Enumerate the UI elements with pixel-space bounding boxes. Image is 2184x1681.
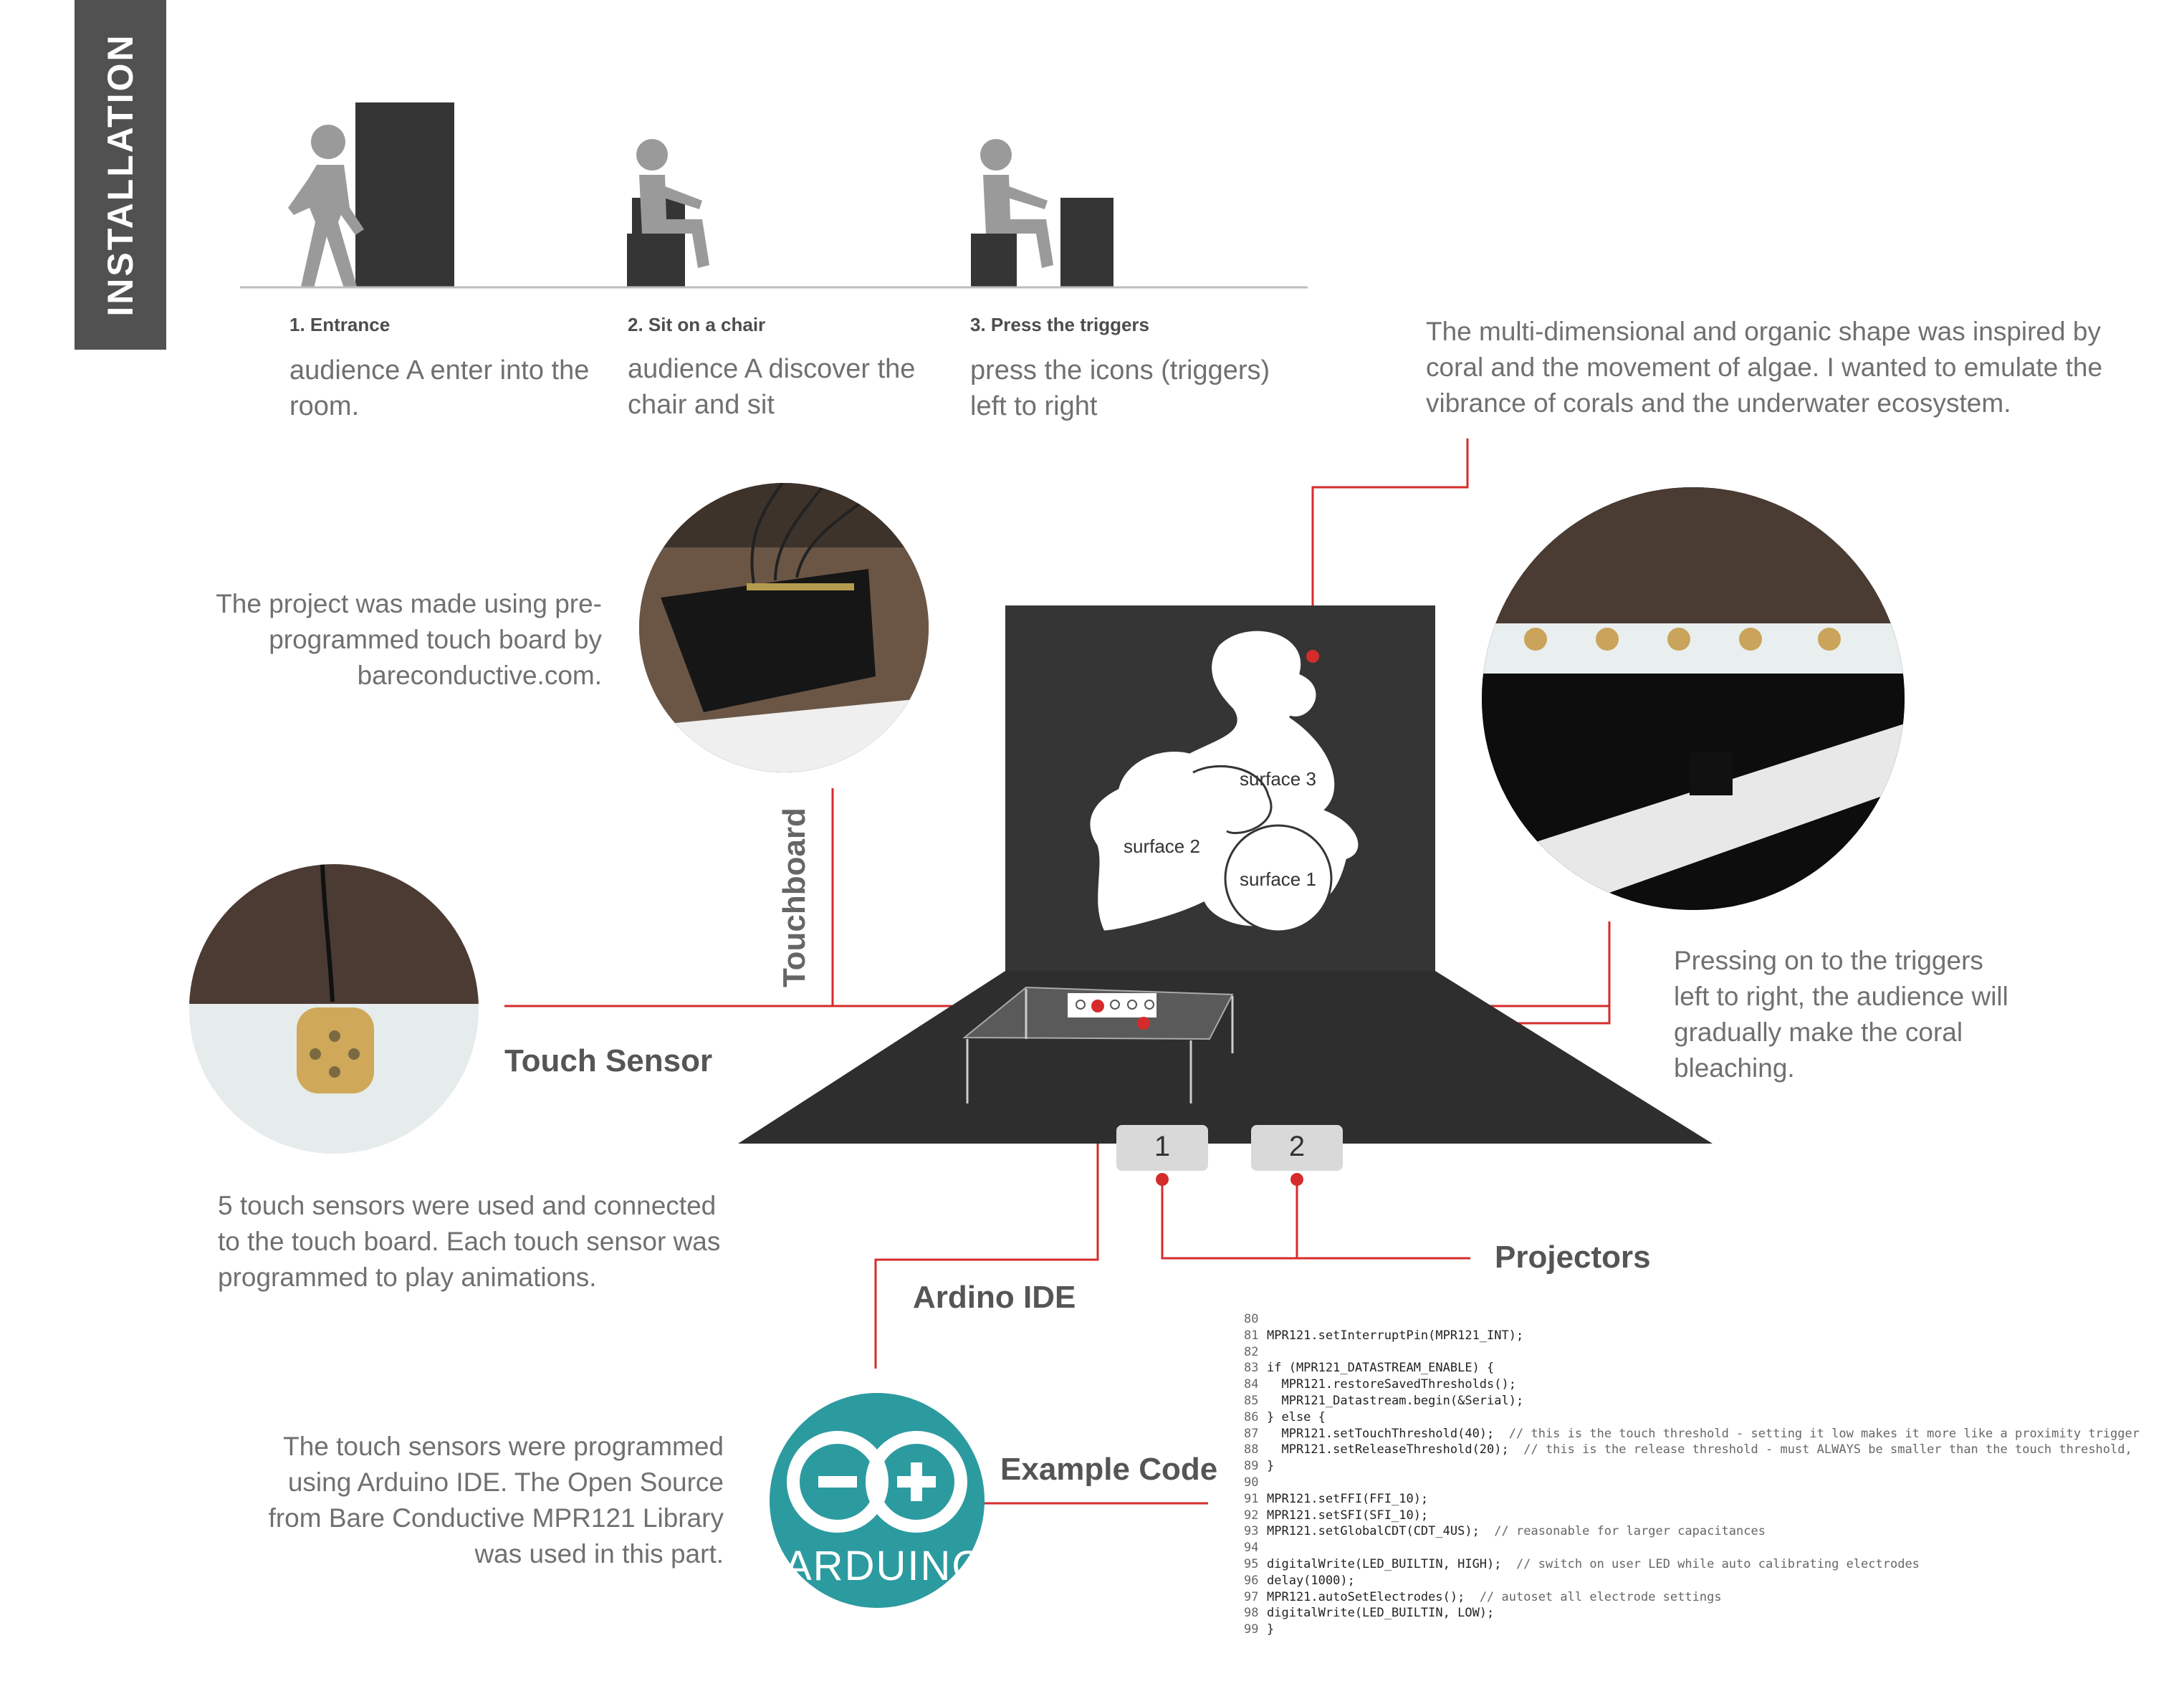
code-line-text: }	[1267, 1459, 1275, 1474]
code-line: 82	[1244, 1344, 2175, 1361]
code-line: 83 if (MPR121_DATASTREAM_ENABLE) {	[1244, 1360, 2175, 1376]
code-line-text: } else {	[1267, 1409, 1326, 1424]
projectors-label: Projectors	[1495, 1240, 1651, 1275]
touchboard-label: Touchboard	[777, 808, 812, 987]
touch-sensor-photo	[189, 864, 479, 1154]
code-line: 90	[1244, 1475, 2175, 1491]
code-line-number: 97	[1244, 1589, 1259, 1604]
infinity-icon	[787, 1431, 967, 1533]
code-line: 87 MPR121.setTouchThreshold(40); // this…	[1244, 1426, 2175, 1442]
code-line-number: 85	[1244, 1393, 1259, 1408]
code-line-text: }	[1267, 1622, 1275, 1637]
code-line: 99}	[1244, 1622, 2175, 1638]
code-line-text: MPR121_Datastream.begin(&Serial);	[1267, 1393, 1524, 1408]
sensors-note: 5 touch sensors were used and connected …	[218, 1191, 721, 1292]
code-line: 94	[1244, 1540, 2175, 1556]
code-line-text: delay(1000);	[1267, 1573, 1355, 1588]
room-floor	[738, 971, 1713, 1144]
code-line-number: 88	[1244, 1442, 1259, 1457]
code-line: 85 MPR121_Datastream.begin(&Serial);	[1244, 1393, 2175, 1409]
step-3-desc: press the icons (triggers) left to right	[970, 355, 1270, 421]
entrance-figure-icon	[288, 102, 454, 288]
triggers-photo	[1482, 487, 1905, 910]
code-line: 95 digitalWrite(LED_BUILTIN, HIGH); // sw…	[1244, 1556, 2175, 1573]
code-line-number: 93	[1244, 1524, 1259, 1539]
code-line: 96 delay(1000);	[1244, 1573, 2175, 1589]
step-2-desc: audience A discover the chair and sit	[628, 354, 916, 420]
code-line-number: 81	[1244, 1328, 1259, 1343]
surface-3-label: surface 3	[1240, 768, 1316, 790]
code-line: 98 digitalWrite(LED_BUILTIN, LOW);	[1244, 1605, 2175, 1622]
projector-2-number: 2	[1288, 1131, 1306, 1162]
ide-label: Ardino IDE	[913, 1280, 1076, 1315]
code-line: 93 MPR121.setGlobalCDT(CDT_4US); // reaso…	[1244, 1523, 2175, 1540]
code-line: 80	[1244, 1311, 2175, 1328]
connector-dots	[1091, 650, 1319, 1186]
code-line-number: 80	[1244, 1312, 1259, 1326]
code-line-number: 90	[1244, 1475, 1259, 1490]
code-line-number: 99	[1244, 1622, 1259, 1637]
step-3-title: 3. Press the triggers	[970, 314, 1149, 335]
code-line-number: 87	[1244, 1426, 1259, 1441]
sit-figure-icon	[627, 139, 709, 287]
arduino-logo: ARDUINO	[770, 1393, 985, 1608]
code-line-number: 82	[1244, 1344, 1259, 1359]
touchboard-label-wrap: Touchboard	[777, 808, 820, 987]
code-line-text: MPR121.setTouchThreshold(40); // this is…	[1267, 1426, 2140, 1441]
code-line-number: 83	[1244, 1361, 1259, 1376]
code-line: 86 } else {	[1244, 1409, 2175, 1426]
pressing-note: Pressing on to the triggers left to righ…	[1674, 946, 2008, 1083]
step-2-title: 2. Sit on a chair	[628, 314, 766, 335]
code-line-text: digitalWrite(LED_BUILTIN, HIGH); // swit…	[1267, 1556, 1920, 1571]
surface-1-label: surface 1	[1240, 868, 1316, 890]
code-line-text: if (MPR121_DATASTREAM_ENABLE) {	[1267, 1361, 1495, 1376]
step-1-title: 1. Entrance	[289, 314, 391, 335]
code-line-number: 95	[1244, 1556, 1259, 1571]
surface-2-label: surface 2	[1124, 835, 1200, 857]
coral-shape	[1088, 628, 1361, 933]
section-sidebar: INSTALLATION	[75, 0, 166, 350]
code-line-text: MPR121.setSFI(SFI_10);	[1267, 1508, 1429, 1523]
touchboard-photo	[639, 483, 929, 772]
coral-note: The multi-dimensional and organic shape …	[1426, 317, 2103, 418]
code-line-text: MPR121.setInterruptPin(MPR121_INT);	[1267, 1328, 1524, 1343]
projector-1-number: 1	[1154, 1131, 1171, 1162]
code-line: 88 MPR121.setReleaseThreshold(20); // th…	[1244, 1442, 2175, 1458]
code-line-number: 86	[1244, 1409, 1259, 1424]
projector-boxes	[1116, 1125, 1343, 1171]
code-line-number: 89	[1244, 1459, 1259, 1474]
code-line: 97 MPR121.autoSetElectrodes(); // autoset…	[1244, 1589, 2175, 1606]
touchboard-note: The project was made using pre-programme…	[216, 589, 602, 690]
code-line-number: 98	[1244, 1606, 1259, 1621]
steps-illustration	[240, 102, 1308, 289]
code-line: 81 MPR121.setInterruptPin(MPR121_INT);	[1244, 1328, 2175, 1344]
code-line-number: 84	[1244, 1377, 1259, 1392]
triggers-photo-art	[1482, 487, 1905, 910]
arduino-wordmark: ARDUINO	[784, 1543, 985, 1589]
code-line-number: 94	[1244, 1541, 1259, 1556]
code-line: 84 MPR121.restoreSavedThresholds();	[1244, 1376, 2175, 1393]
code-line-number: 92	[1244, 1508, 1259, 1523]
example-code-label: Example Code	[1000, 1452, 1218, 1487]
arduino-note: The touch sensors were programmed using …	[268, 1432, 724, 1569]
step-1-desc: audience A enter into the room.	[289, 355, 590, 421]
code-line-text: MPR121.setGlobalCDT(CDT_4US); // reasona…	[1267, 1524, 1766, 1539]
code-line-text: MPR121.autoSetElectrodes(); // autoset a…	[1267, 1589, 1722, 1604]
press-figure-icon	[971, 139, 1113, 287]
code-line: 91 MPR121.setFFI(FFI_10);	[1244, 1491, 2175, 1508]
touch-sensor-label: Touch Sensor	[504, 1043, 713, 1078]
code-line: 92 MPR121.setSFI(SFI_10);	[1244, 1508, 2175, 1524]
code-line-text: MPR121.setFFI(FFI_10);	[1267, 1491, 1429, 1506]
code-line-text: MPR121.setReleaseThreshold(20); // this …	[1267, 1442, 2132, 1457]
code-line-text: MPR121.restoreSavedThresholds();	[1267, 1377, 1516, 1392]
touchboard-photo-art	[639, 483, 929, 772]
code-line-number: 91	[1244, 1491, 1259, 1506]
touch-sensor-photo-art	[189, 864, 479, 1154]
code-line-text: digitalWrite(LED_BUILTIN, LOW);	[1267, 1606, 1495, 1621]
code-line: 89}	[1244, 1458, 2175, 1475]
code-line-number: 96	[1244, 1573, 1259, 1588]
